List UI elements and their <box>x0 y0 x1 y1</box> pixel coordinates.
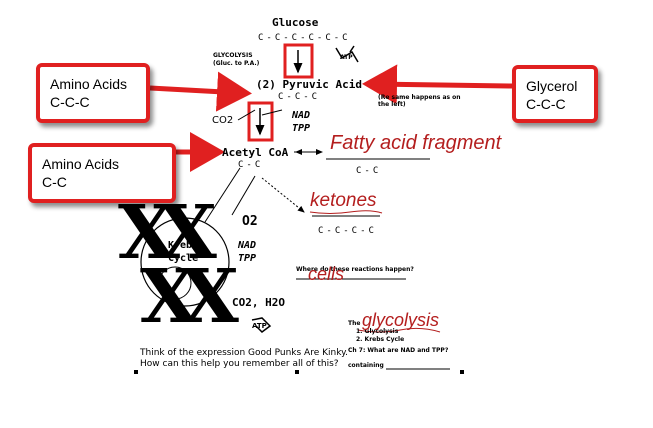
glycerol-title: Glycerol <box>526 78 578 94</box>
amino-acids-2-callout: Amino Acids C-C <box>28 143 176 203</box>
acetyl-coa-label: Acetyl CoA <box>222 146 289 159</box>
krebs-label-line2: Cycle <box>168 253 199 264</box>
atp-top-label: ATP <box>340 54 353 61</box>
glycerol-callout: Glycerol C-C-C <box>512 65 598 123</box>
list-prefix: The <box>348 320 361 327</box>
glycerol-formula: C-C-C <box>526 96 566 112</box>
amino-acids-1-formula: C-C-C <box>50 94 90 110</box>
ketones-handwritten: ketones <box>310 190 377 211</box>
tpp2-label: TPP <box>238 253 257 264</box>
acetyl-chain: C-C <box>238 160 264 170</box>
krebs-cycle-circle <box>140 217 230 307</box>
ch7-question: Ch 7: What are NAD and TPP? <box>348 347 449 354</box>
glucose-label: Glucose <box>272 16 319 29</box>
co2-label: CO2 <box>212 115 234 126</box>
glycolysis-note-line2: (Gluc. to P.A.) <box>213 60 260 67</box>
co2-h2o-label: CO2, H2O <box>232 296 285 309</box>
amino-acids-2-formula: C-C <box>42 174 67 190</box>
nad-label: NAD <box>292 110 311 121</box>
pyruvic-chain: C-C-C <box>278 92 321 102</box>
amino-acids-1-arrow <box>149 71 252 112</box>
glycolysis-handwritten: glycolysis <box>362 310 440 330</box>
containing-label: containing <box>348 362 384 369</box>
glycolysis-note-line1: GLYCOLYSIS <box>213 52 253 59</box>
expression-line2: How can this help you remember all of th… <box>140 359 339 369</box>
fatty-chain: C-C <box>356 166 382 176</box>
pyruvate-arrow-box <box>247 101 274 142</box>
pyruvic-acid-label: (2) Pyruvic Acid <box>256 78 362 91</box>
nad2-label: NAD <box>238 240 257 251</box>
fatty-acid-fragment-handwritten: Fatty acid fragment <box>330 132 502 154</box>
glycerol-arrow <box>362 64 513 105</box>
expression-line1: Think of the expression Good Punks Are K… <box>140 348 349 358</box>
amino-acids-2-title: Amino Acids <box>42 156 120 172</box>
ketone-chain: C-C-C-C <box>318 226 377 236</box>
amino-acids-1-callout: Amino Acids C-C-C <box>36 63 150 123</box>
krebs-label-line1: Krebs <box>168 240 199 251</box>
amino-acids-1-title: Amino Acids <box>50 76 128 92</box>
glycolysis-arrow-box <box>283 43 314 79</box>
glucose-chain: C-C-C-C-C-C <box>258 33 351 43</box>
list-item-1: 1. Glycolysis <box>356 328 399 335</box>
cells-handwritten: cells <box>308 264 345 284</box>
tpp-label: TPP <box>292 123 311 134</box>
atp-bottom-label: ATP <box>252 322 267 330</box>
cross-out-marks-top: XX <box>118 190 217 276</box>
where-question: Where do these reactions happen? <box>296 266 414 273</box>
o2-label: O2 <box>242 214 258 229</box>
pyruvic-note: (Re same happens as on the left) <box>378 94 461 108</box>
list-item-2: 2. Krebs Cycle <box>356 336 405 343</box>
cross-out-marks-bottom: XX <box>140 254 239 340</box>
